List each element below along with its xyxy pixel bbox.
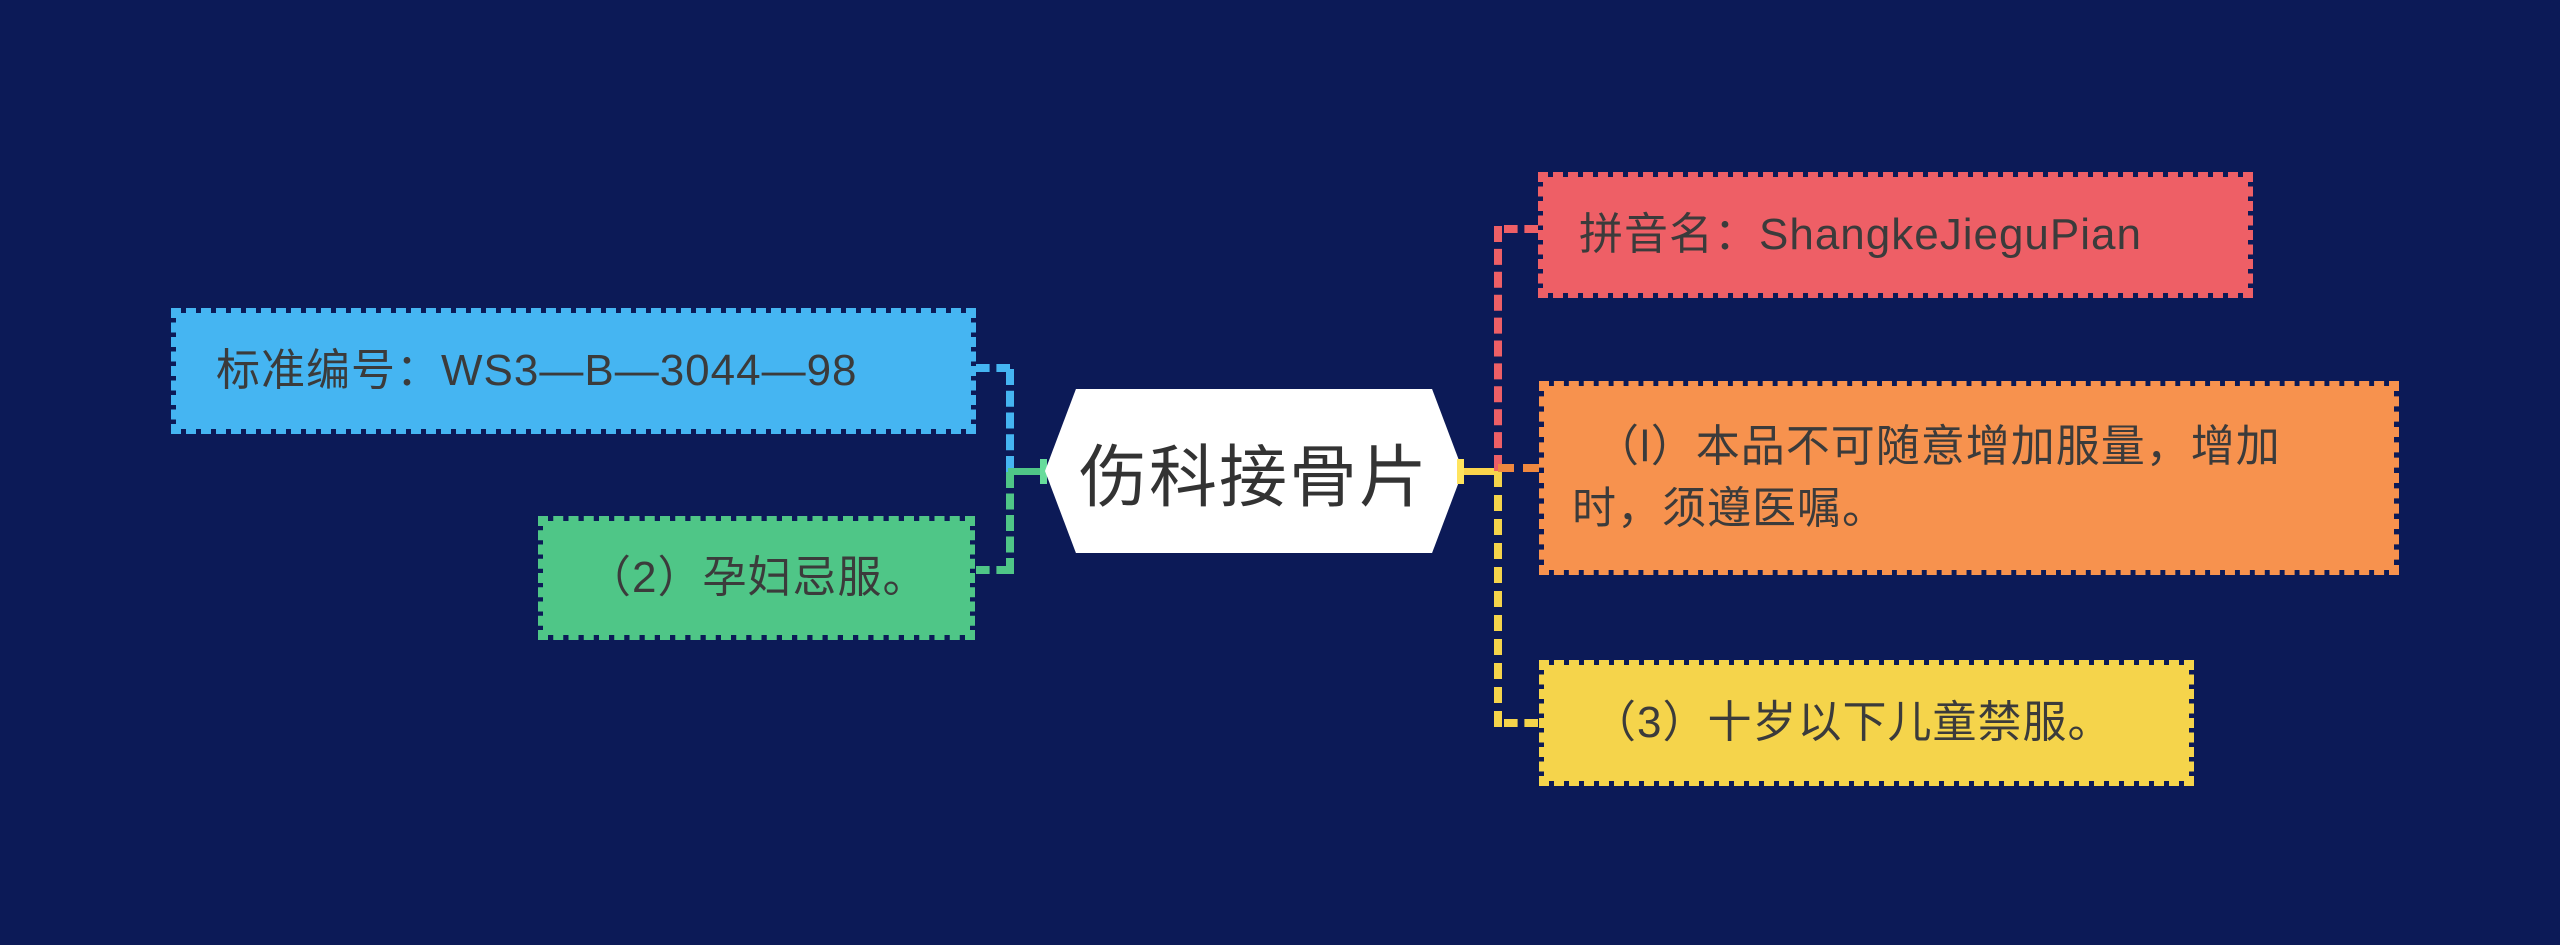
- node-pregnancy-warning-label: （2）孕妇忌服。: [587, 552, 928, 602]
- connector-right-tick: [1457, 459, 1464, 484]
- node-central-topic[interactable]: 伤科接骨片: [1045, 389, 1463, 553]
- node-pinyin-name[interactable]: 拼音名：ShangkeJieguPian: [1538, 172, 2253, 298]
- node-standard-number-label: 标准编号：WS3—B—3044—98: [216, 345, 858, 395]
- connector-right-vertical-top: [1494, 226, 1502, 471]
- connector-stub-standard: [976, 364, 1010, 372]
- node-pinyin-name-label: 拼音名：ShangkeJieguPian: [1579, 209, 2142, 259]
- connector-right-junction-line: [1460, 468, 1502, 475]
- connector-left-tick: [1040, 459, 1047, 484]
- node-standard-number[interactable]: 标准编号：WS3—B—3044—98: [171, 308, 976, 434]
- connector-left-junction-line: [1008, 468, 1046, 475]
- connector-left-vertical-bottom: [1006, 472, 1014, 574]
- node-pregnancy-warning[interactable]: （2）孕妇忌服。: [538, 516, 975, 640]
- node-central-topic-label: 伤科接骨片: [1078, 439, 1429, 516]
- node-dosage-warning-label: （l）本品不可随意增加服量，增加时，须遵医嘱。: [1572, 421, 2281, 533]
- connector-stub-pregnancy: [976, 566, 1010, 574]
- connector-right-vertical-bottom: [1494, 471, 1502, 727]
- node-children-warning-label: （3）十岁以下儿童禁服。: [1592, 697, 2113, 747]
- connector-left-vertical-top: [1006, 369, 1014, 472]
- connector-stub-pinyin: [1504, 225, 1538, 233]
- connector-stub-children: [1504, 719, 1538, 727]
- node-children-warning[interactable]: （3）十岁以下儿童禁服。: [1539, 660, 2194, 786]
- connector-stub-dosage: [1498, 464, 1539, 472]
- node-dosage-warning[interactable]: （l）本品不可随意增加服量，增加时，须遵医嘱。: [1539, 381, 2399, 575]
